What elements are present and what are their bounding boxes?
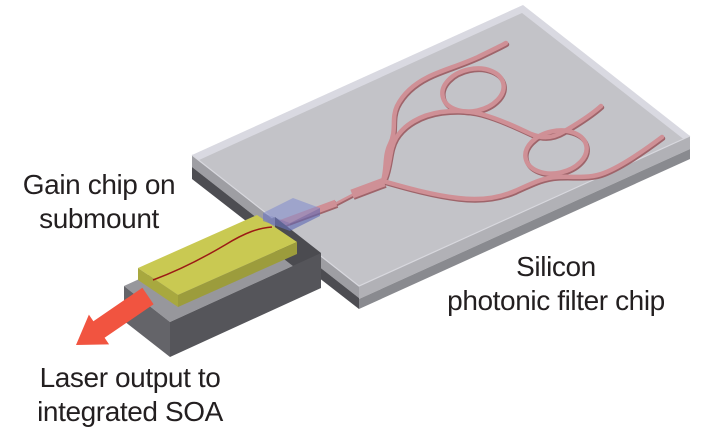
edge-coupler-side-left [263, 213, 290, 231]
gain-chip [138, 215, 297, 307]
chip-top-face [199, 13, 686, 287]
chip-front-edge-highlight [191, 135, 691, 287]
label-gain-chip: Gain chip on submount [22, 168, 176, 236]
laser-output-arrow-icon [76, 287, 154, 345]
gain-chip-facet-left [138, 268, 178, 307]
label-gain-chip-line1: Gain chip on [22, 169, 176, 200]
label-laser-output-line2: integrated SOA [37, 396, 223, 428]
gain-chip-top-face [138, 215, 297, 295]
label-silicon-chip-line1: Silicon [516, 251, 596, 282]
label-gain-chip-line2: submount [39, 203, 159, 235]
gain-chip-waveguide [152, 226, 273, 281]
edge-coupler-side-right [290, 208, 320, 231]
chip-side-right-upper [359, 136, 690, 299]
label-silicon-chip-line2: photonic filter chip [447, 285, 665, 317]
label-silicon-chip: Silicon photonic filter chip [447, 250, 665, 318]
edge-coupler-top-face [263, 198, 320, 223]
label-laser-output-line1: Laser output to [39, 362, 221, 393]
edge-coupler [263, 198, 320, 231]
label-laser-output: Laser output to integrated SOA [37, 361, 223, 429]
chip-side-right-lower [359, 149, 690, 309]
gain-chip-side-right [178, 242, 297, 307]
submount-side-right [170, 253, 321, 357]
